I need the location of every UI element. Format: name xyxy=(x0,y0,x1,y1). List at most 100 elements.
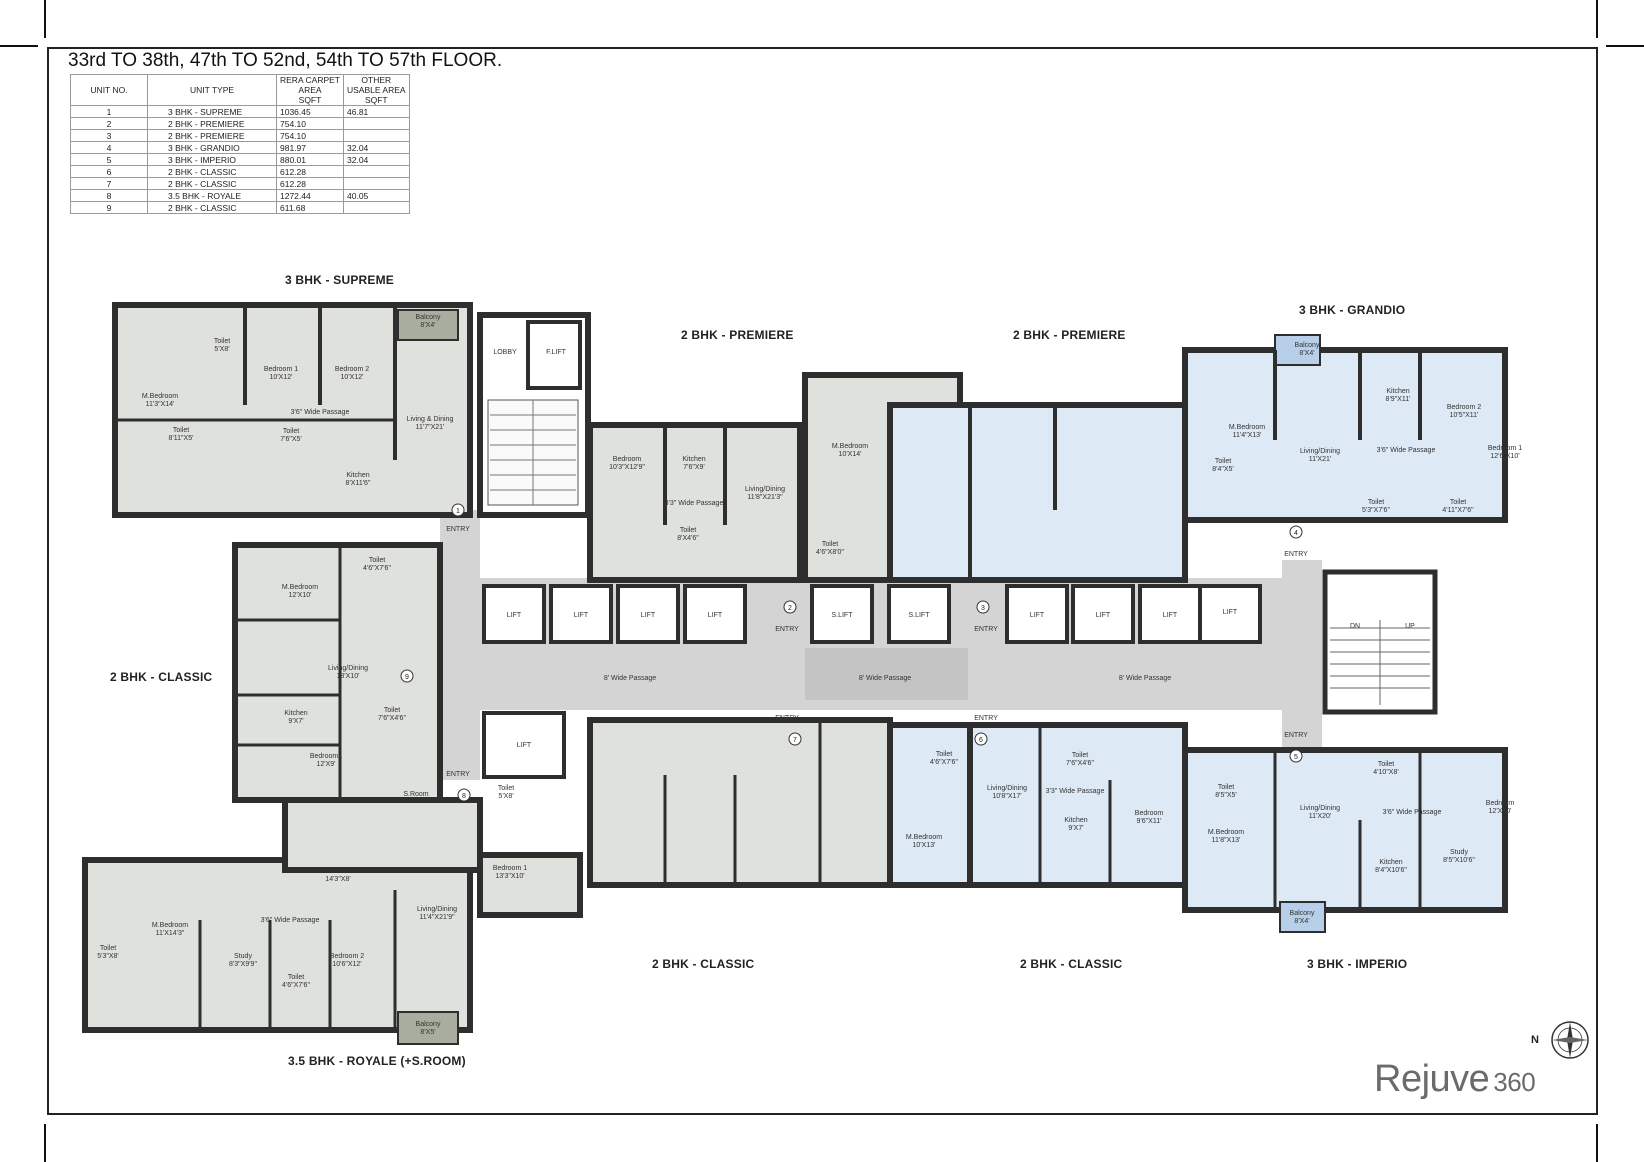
room-label: 3'6" Wide Passage xyxy=(261,917,320,924)
room-size: 11'4"X21'9" xyxy=(419,914,455,921)
room-label: Toilet xyxy=(288,974,304,981)
room-size: 11'8"X13' xyxy=(1212,837,1241,844)
unit-number: 5 xyxy=(1294,754,1298,761)
room-size: 10'6"X12' xyxy=(332,961,361,968)
lift-label: LIFT xyxy=(1096,612,1111,619)
corridor-label: 8' Wide Passage xyxy=(1119,675,1171,682)
unit-royale-bed1 xyxy=(477,852,583,918)
trim-mark-bottom-right xyxy=(1596,1124,1598,1162)
room-label: Study xyxy=(1450,849,1468,856)
room-size: 7'6"X4'6" xyxy=(1066,760,1094,767)
unit-royale-balcony xyxy=(397,1011,459,1045)
room-size: 7'6"X5' xyxy=(280,436,302,443)
trim-mark-right-top xyxy=(1606,45,1644,47)
room-size: 5'3"X7'6" xyxy=(1362,507,1390,514)
lift-bank xyxy=(482,584,1262,779)
room-size: 8'4"X5' xyxy=(1212,466,1234,473)
room-label: M.Bedroom xyxy=(142,393,178,400)
unit-number: 3 xyxy=(981,605,985,612)
cell-other-area: 32.04 xyxy=(343,153,410,166)
lift-label: LIFT xyxy=(507,612,522,619)
room-label: Toilet xyxy=(498,785,514,792)
room-label: Living/Dining xyxy=(745,486,785,493)
room-label: Toilet xyxy=(1072,752,1088,759)
room-size: 9'X7' xyxy=(288,718,303,725)
cell-rera-area: 611.68 xyxy=(276,201,344,214)
room-size: 12'X10' xyxy=(1489,808,1512,815)
cell-unit-type: 2 BHK - CLASSIC xyxy=(147,201,277,214)
lift-label: LIFT xyxy=(1223,609,1238,616)
room-size: 12'6"X10' xyxy=(1490,453,1519,460)
room-label: Living/Dining xyxy=(417,906,457,913)
room-size: 8'5"X5' xyxy=(1215,792,1237,799)
unit-number: 4 xyxy=(1294,530,1298,537)
room-size: 8'5"X10'6" xyxy=(1443,857,1475,864)
room-label: F.LIFT xyxy=(546,349,567,356)
unit-classic-south-left xyxy=(587,717,893,888)
room-size: 10'3"X12'9" xyxy=(609,464,645,471)
lift-label: LIFT xyxy=(641,612,656,619)
room-size: 9'6"X11' xyxy=(1137,818,1162,825)
compass-icon xyxy=(1551,1021,1589,1059)
unit-royale xyxy=(82,857,473,1033)
lift-label: LIFT xyxy=(1030,612,1045,619)
room-label: 3'6" Wide Passage xyxy=(291,409,350,416)
room-label: Bedroom 2 xyxy=(335,366,369,373)
room-size: 10'X14' xyxy=(839,451,862,458)
entry-label: ENTRY xyxy=(1284,551,1308,558)
entry-label: ENTRY xyxy=(446,771,470,778)
room-label: Toilet xyxy=(1450,499,1466,506)
room-label: Living/Dining xyxy=(1300,448,1340,455)
room-size: 5'X8' xyxy=(214,346,229,353)
lift-3 xyxy=(616,584,680,644)
room-label: 3'3" Wide Passage xyxy=(665,500,724,507)
room-label: Toilet xyxy=(214,338,230,345)
room-size: 7'6"X4'6" xyxy=(378,715,406,722)
room-label: Toilet xyxy=(936,751,952,758)
room-size: 8'X4' xyxy=(420,322,435,329)
room-size: 8'X4' xyxy=(1299,350,1314,357)
lift-6 xyxy=(1071,584,1135,644)
unit-royale-upper xyxy=(282,797,483,873)
room-size: 8'9"X11' xyxy=(1386,396,1411,403)
room-size: 8'3"X9'9" xyxy=(229,961,257,968)
room-label: Bedroom 2 xyxy=(1447,404,1481,411)
stair-east-treads xyxy=(1330,620,1430,705)
fire-lift xyxy=(526,320,582,390)
room-size: 13'3"X10' xyxy=(495,873,524,880)
room-label: Toilet xyxy=(1378,761,1394,768)
room-label: Bedroom xyxy=(613,456,642,463)
unit-premiere-right xyxy=(887,402,1188,583)
room-label: Toilet xyxy=(384,707,400,714)
lift-label: LIFT xyxy=(708,612,723,619)
trim-mark-left-top xyxy=(0,45,38,47)
logo-number: 360 xyxy=(1493,1067,1536,1097)
stair-north-treads xyxy=(490,400,576,505)
unit-label-classic-south-left: 2 BHK - CLASSIC xyxy=(652,957,755,971)
room-size: 12'X9' xyxy=(316,761,335,768)
room-size: 11'3"X14' xyxy=(146,401,175,408)
room-label: Living/Dining xyxy=(987,785,1027,792)
room-label: Kitchen xyxy=(1386,388,1409,395)
room-label: Balcony xyxy=(1295,342,1320,349)
entry-label: ENTRY xyxy=(775,626,799,633)
entry-label: ENTRY xyxy=(446,526,470,533)
room-label: M.Bedroom xyxy=(906,834,942,841)
room-size: 11'X14'3" xyxy=(156,930,185,937)
lift-1 xyxy=(482,584,546,644)
room-size: 11'8"X21'3" xyxy=(747,494,783,501)
trim-mark-top-left xyxy=(44,0,46,38)
room-label: Toilet xyxy=(369,557,385,564)
entry-label: ENTRY xyxy=(974,715,998,722)
room-label: Toilet xyxy=(1368,499,1384,506)
lift-label: LIFT xyxy=(1163,612,1178,619)
room-label: Kitchen xyxy=(1379,859,1402,866)
entry-label: ENTRY xyxy=(974,626,998,633)
room-label: Living & Dining xyxy=(407,416,454,423)
room-size: 8'X5' xyxy=(420,1029,435,1036)
corridor-label: 8' Wide Passage xyxy=(604,675,656,682)
